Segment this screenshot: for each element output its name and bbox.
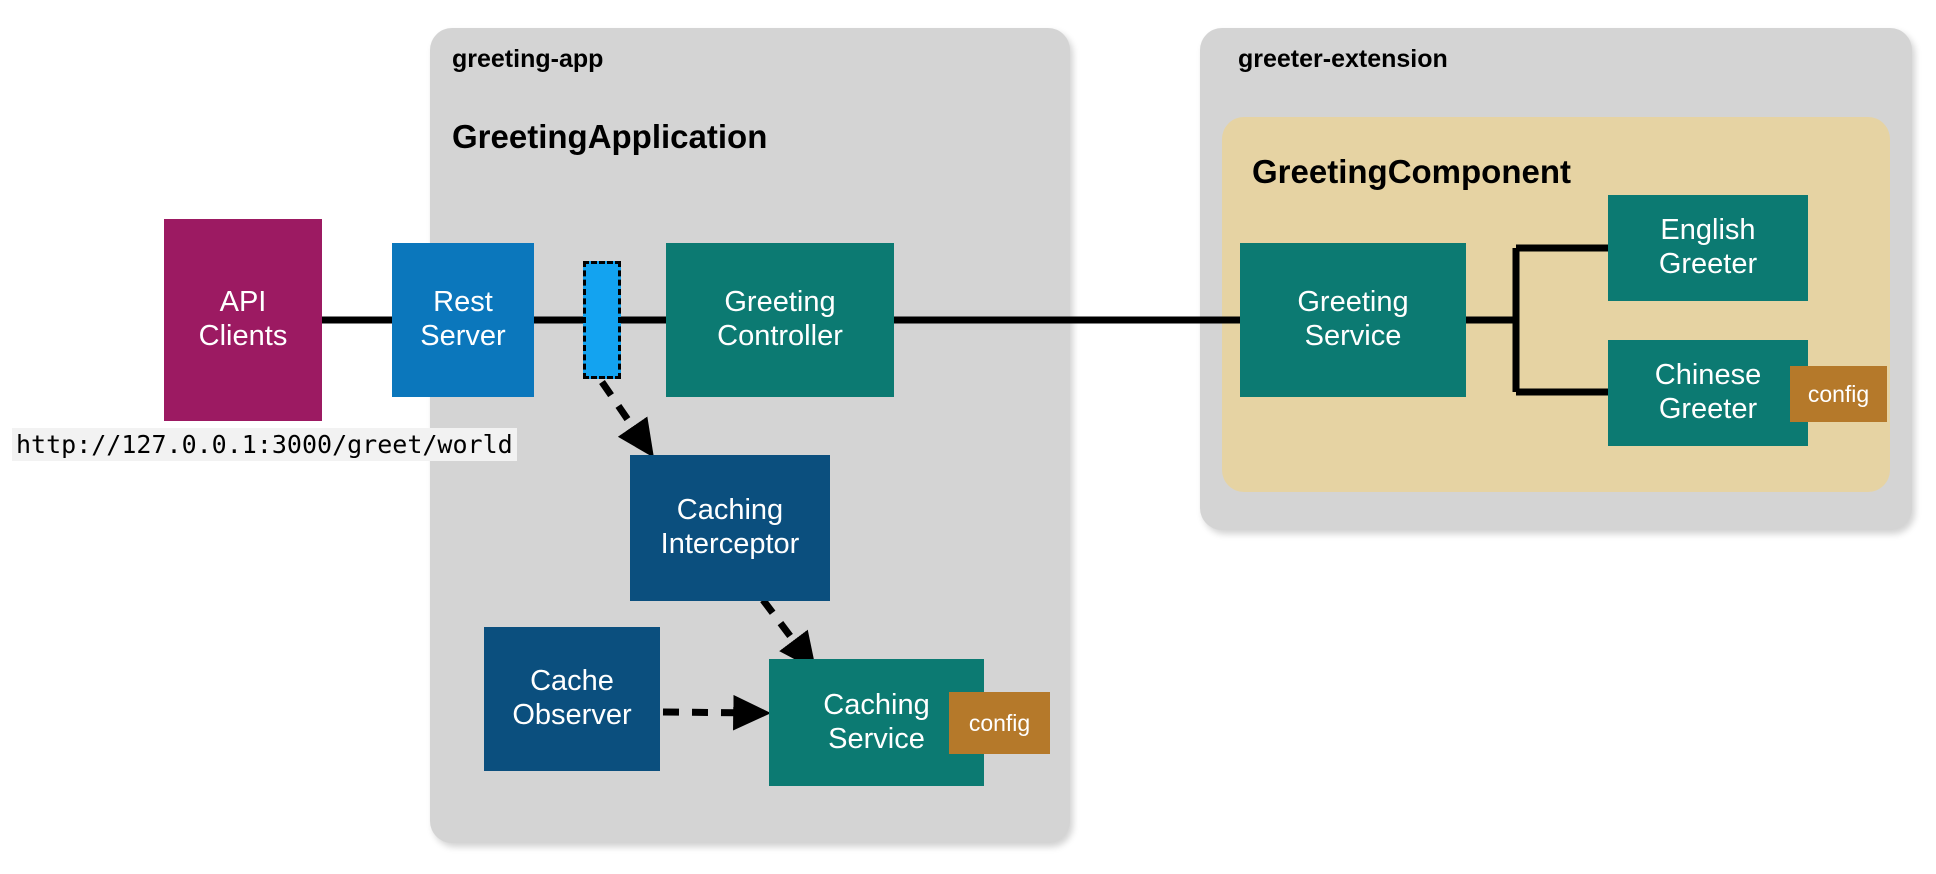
node-greeting-service-line-1: Greeting xyxy=(1297,286,1409,319)
node-api-clients[interactable]: API Clients xyxy=(164,219,322,421)
node-english-greeter[interactable]: English Greeter xyxy=(1608,195,1808,301)
node-greeting-controller[interactable]: Greeting Controller xyxy=(666,243,894,397)
node-rest-server-line-2: Server xyxy=(420,320,506,352)
node-caching-interceptor-line-2: Interceptor xyxy=(660,528,800,560)
node-english-greeter-line-2: Greeter xyxy=(1658,248,1758,280)
node-caching-service[interactable]: Caching Service xyxy=(769,659,984,786)
node-english-greeter-line-1: English xyxy=(1660,214,1756,247)
node-api-clients-line-2: Clients xyxy=(198,320,288,352)
node-greeting-controller-line-1: Greeting xyxy=(724,286,836,319)
node-rest-server-line-1: Rest xyxy=(433,286,493,319)
node-caching-interceptor[interactable]: Caching Interceptor xyxy=(630,455,830,601)
node-greeting-service-line-2: Service xyxy=(1304,320,1402,352)
panel-greeter-extension-label: greeter-extension xyxy=(1238,45,1448,73)
node-api-clients-line-1: API xyxy=(219,286,267,319)
node-cache-observer-line-1: Cache xyxy=(530,665,614,698)
panel-greeting-app-label: greeting-app xyxy=(452,45,604,73)
node-cache-observer[interactable]: Cache Observer xyxy=(484,627,660,771)
node-greeting-controller-line-2: Controller xyxy=(717,320,843,352)
badge-caching-service-config[interactable]: config xyxy=(949,692,1050,754)
node-cache-observer-line-2: Observer xyxy=(512,699,632,731)
node-greeting-service[interactable]: Greeting Service xyxy=(1240,243,1466,397)
node-caching-service-line-2: Service xyxy=(828,722,925,755)
node-rest-server[interactable]: Rest Server xyxy=(392,243,534,397)
panel-greeting-component-title: GreetingComponent xyxy=(1252,153,1571,190)
panel-greeting-app-title: GreetingApplication xyxy=(452,118,768,155)
request-url-label: http://127.0.0.1:3000/greet/world xyxy=(12,428,517,461)
node-caching-service-line-1: Caching xyxy=(823,688,930,721)
badge-chinese-greeter-config[interactable]: config xyxy=(1790,366,1887,422)
node-caching-interceptor-line-1: Caching xyxy=(676,494,784,527)
node-chinese-greeter[interactable]: Chinese Greeter xyxy=(1608,340,1808,446)
node-chinese-greeter-line-2: Greeter xyxy=(1658,393,1758,425)
node-sequence[interactable] xyxy=(583,261,621,379)
node-chinese-greeter-line-1: Chinese xyxy=(1654,359,1762,392)
